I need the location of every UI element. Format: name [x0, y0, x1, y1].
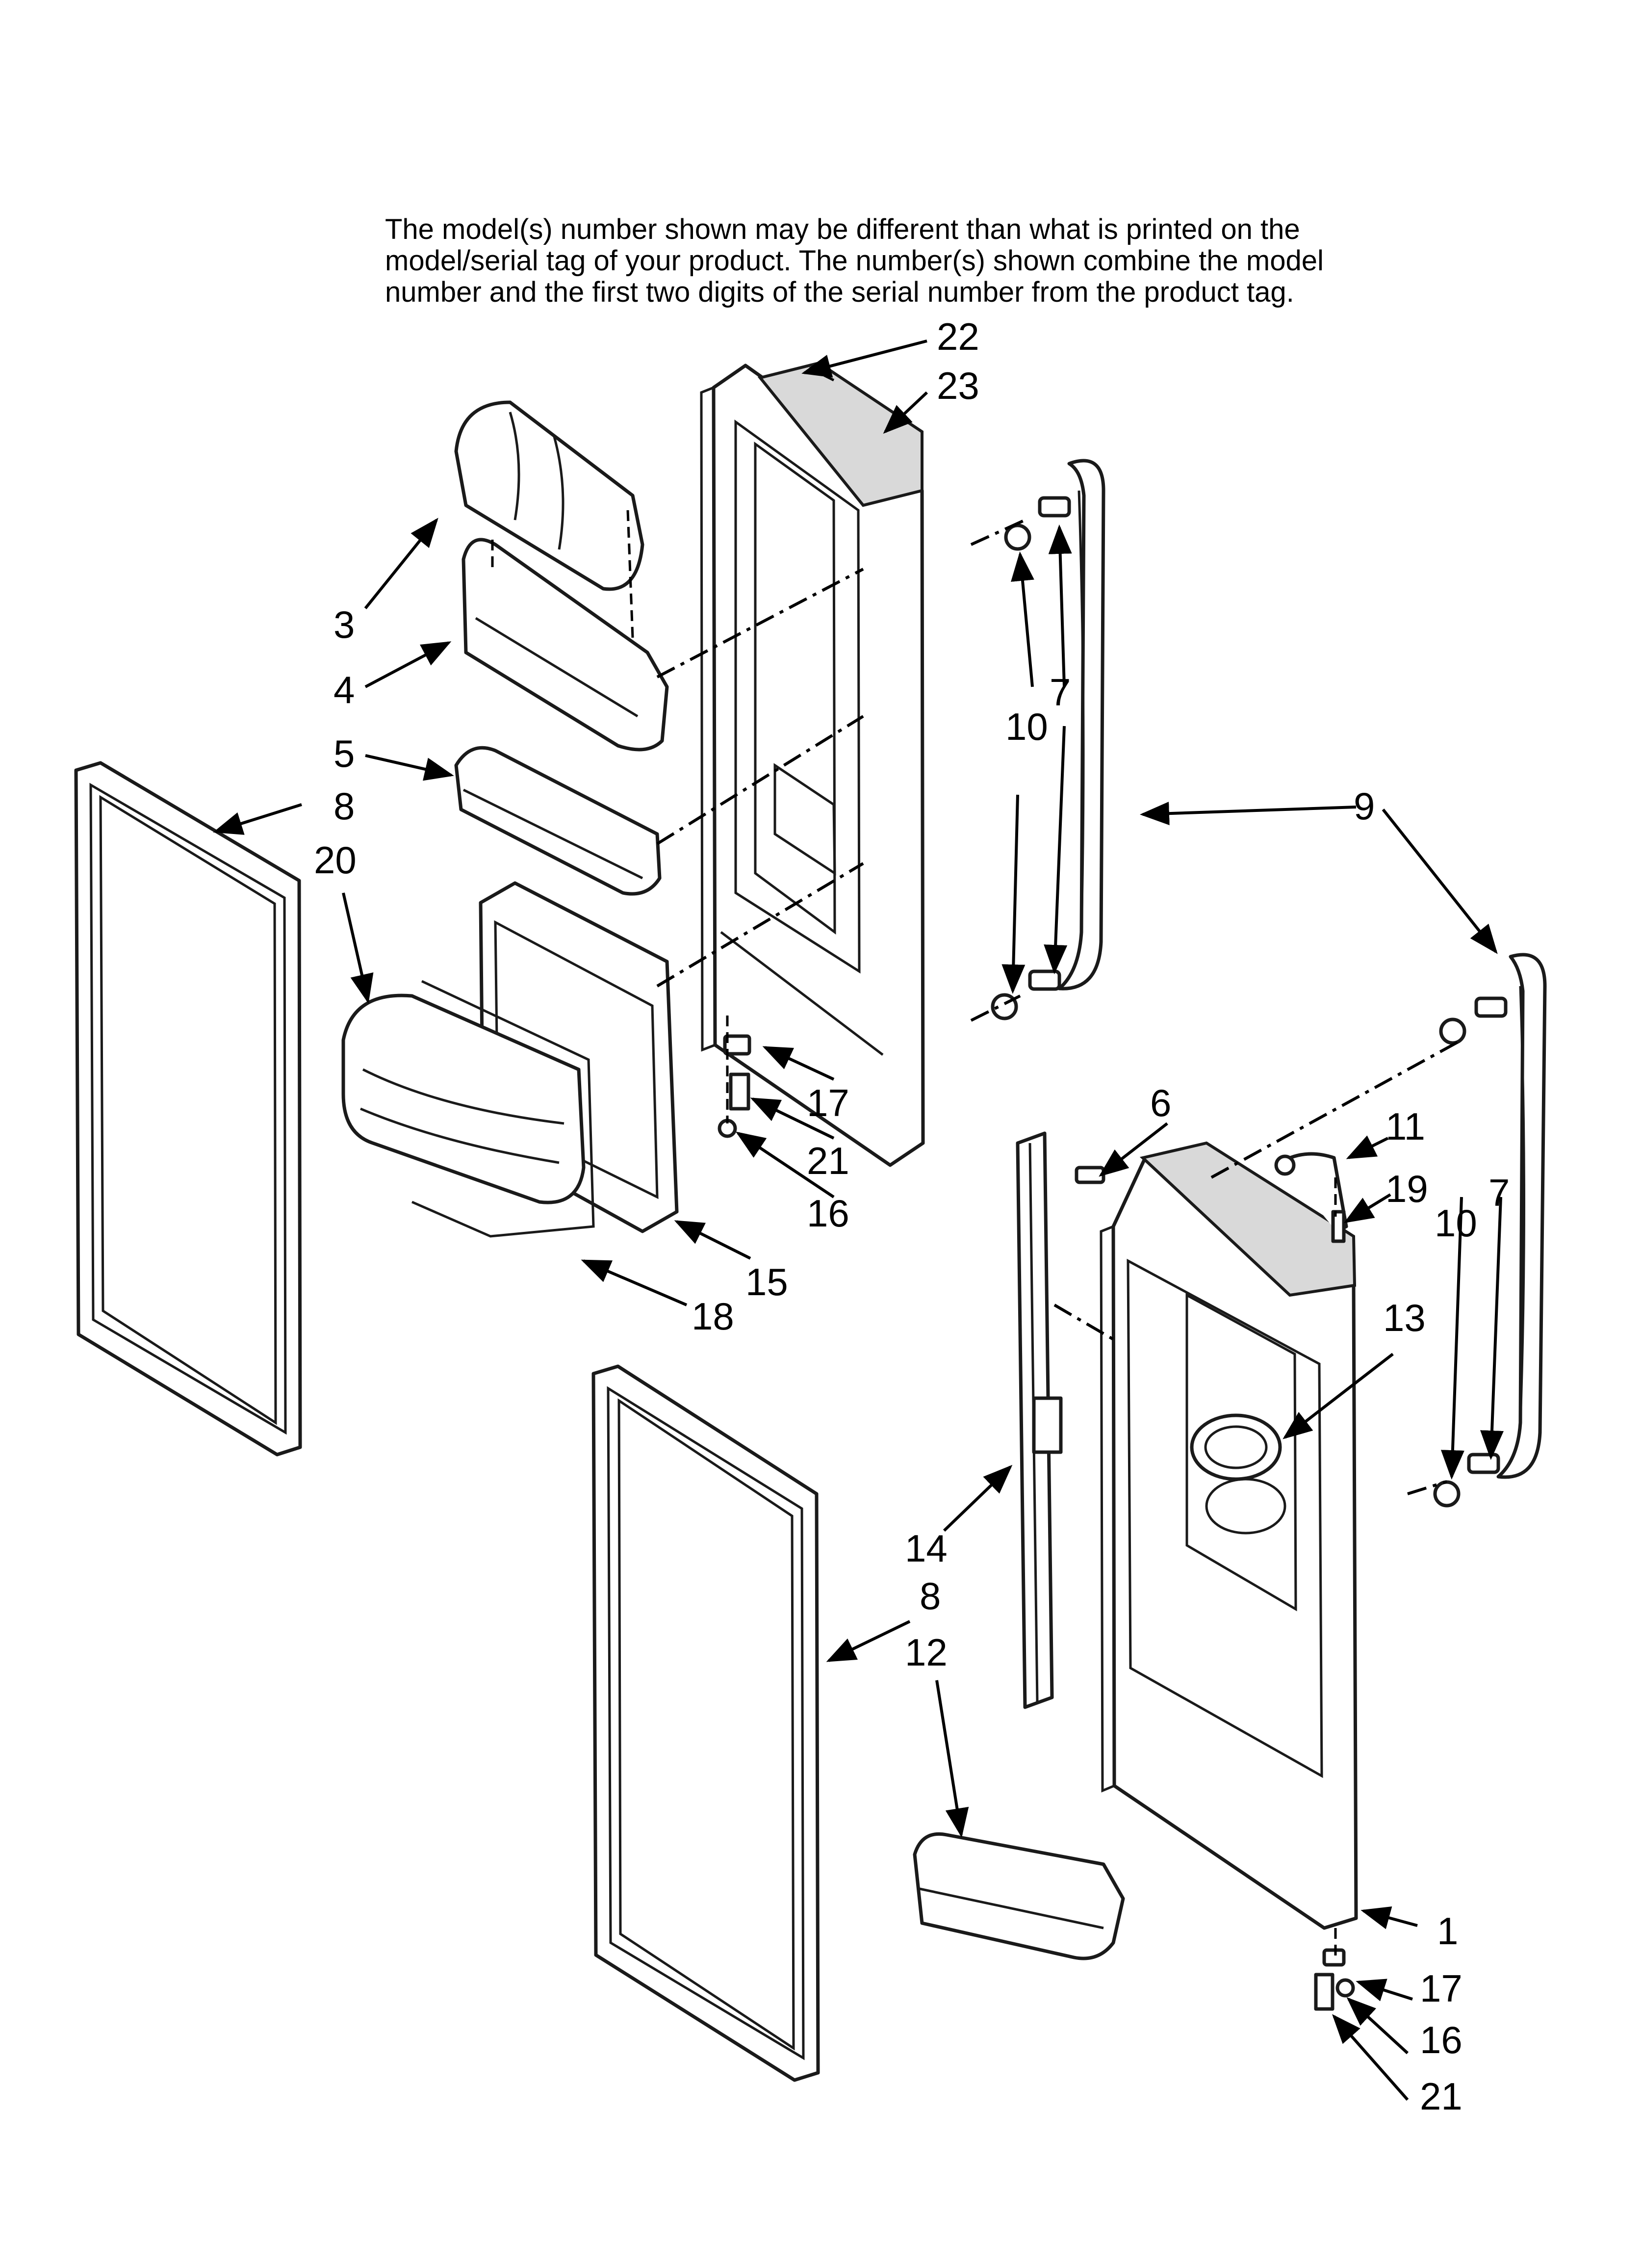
- callout-17-lower: 17: [1420, 1967, 1462, 2010]
- callout-5: 5: [334, 732, 355, 775]
- callout-23: 23: [937, 364, 979, 407]
- dairy-bin-cover: [454, 400, 644, 591]
- door-gasket-left: [74, 761, 302, 1457]
- callout-11: 11: [1385, 1105, 1425, 1148]
- small-hardware: [718, 1034, 1355, 2011]
- hinge-channel: [1016, 1131, 1063, 1709]
- callout-1: 1: [1437, 1909, 1458, 1953]
- callout-8-lower: 8: [920, 1574, 941, 1617]
- leader-arrows: [213, 339, 1504, 2101]
- callout-21-lower: 21: [1420, 2075, 1462, 2118]
- assembly-centerlines: [491, 366, 1462, 1957]
- door-bin-lower: [913, 1832, 1125, 1960]
- callout-8-upper: 8: [334, 784, 355, 828]
- notice-line-2: model/serial tag of your product. The nu…: [385, 245, 1324, 277]
- callout-18: 18: [692, 1295, 734, 1338]
- callout-6: 6: [1150, 1081, 1171, 1124]
- callout-14: 14: [905, 1527, 948, 1570]
- callout-10-lower: 10: [1435, 1201, 1477, 1245]
- callout-19: 19: [1385, 1167, 1428, 1210]
- callout-21-upper: 21: [807, 1139, 849, 1182]
- callout-3: 3: [334, 603, 355, 646]
- door-liner-upper: [700, 361, 925, 1167]
- callout-7-upper: 7: [1050, 671, 1071, 714]
- callout-17-upper: 17: [807, 1081, 849, 1124]
- callout-12: 12: [905, 1631, 948, 1674]
- callout-15: 15: [745, 1260, 788, 1303]
- model-number-notice: The model(s) number shown may be differe…: [385, 214, 1415, 308]
- door-handle-lower: [1496, 953, 1547, 1479]
- callout-7-lower: 7: [1488, 1171, 1510, 1214]
- callout-22: 22: [937, 315, 979, 358]
- callout-labels: 22 23 3 4 5 8 20 10 7 9 17 21 16 15 18 6…: [314, 315, 1510, 2118]
- callout-16-upper: 16: [807, 1192, 849, 1235]
- door-gasket-right: [591, 1364, 820, 2082]
- notice-line-3: number and the first two digits of the s…: [385, 276, 1294, 308]
- door-bin-upper: [454, 746, 662, 896]
- door-handle-upper: [1057, 459, 1105, 991]
- callout-10-upper: 10: [1005, 705, 1048, 748]
- dairy-bin: [462, 538, 669, 752]
- callout-16-lower: 16: [1420, 2018, 1462, 2061]
- callout-13: 13: [1383, 1296, 1426, 1339]
- callout-4: 4: [334, 668, 355, 711]
- bin-door: [341, 980, 595, 1238]
- door-liner-lower: [1100, 1141, 1358, 1930]
- callout-20: 20: [314, 838, 357, 882]
- callout-9: 9: [1354, 784, 1375, 828]
- notice-line-1: The model(s) number shown may be differe…: [385, 213, 1300, 245]
